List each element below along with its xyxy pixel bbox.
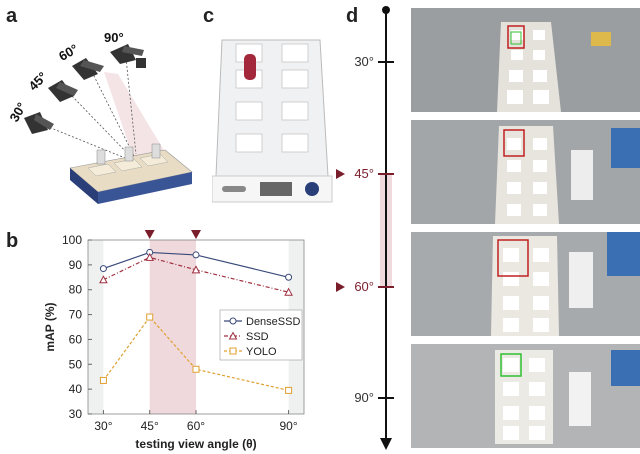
camera-30-icon bbox=[24, 112, 54, 134]
panel-c-illustration bbox=[212, 39, 333, 203]
camera-60-icon bbox=[72, 58, 104, 80]
photo-90deg bbox=[411, 344, 640, 448]
legend-label-SSD: SSD bbox=[246, 331, 269, 343]
platform-side-left bbox=[70, 168, 98, 204]
panel-a-illustration: 30° 45° 60° 90° bbox=[7, 30, 193, 204]
mAP-chart: 30 40 50 60 70 80 90 100 30° 45° 60° 90° testing vie… bbox=[43, 230, 305, 451]
point-DenseSSD bbox=[285, 273, 293, 281]
point-SSD bbox=[145, 252, 155, 261]
panel-d-angle-axis: 30° 45° 60° 90° bbox=[336, 6, 394, 450]
point-DenseSSD bbox=[99, 265, 107, 273]
angle-marker-arrow bbox=[144, 230, 155, 239]
axis-tick-label: 45° bbox=[354, 166, 374, 181]
y-tick-label: 50 bbox=[69, 357, 83, 371]
platform-side-front bbox=[98, 172, 192, 204]
axis-marker-arrow bbox=[336, 282, 345, 292]
well-r2 bbox=[281, 101, 309, 121]
x-axis-label: testing view angle (θ) bbox=[135, 437, 256, 451]
x-tick-label: 90° bbox=[279, 419, 297, 433]
panel-label-b: b bbox=[6, 230, 19, 252]
tray-plate bbox=[215, 39, 329, 177]
device-display bbox=[260, 182, 292, 196]
well-l3 bbox=[235, 133, 263, 153]
axis-tick-label: 30° bbox=[354, 54, 374, 69]
view-lines bbox=[45, 57, 137, 161]
angle-label-45: 45° bbox=[26, 69, 51, 94]
legend-marker-DenseSSD bbox=[229, 317, 237, 325]
well-r3 bbox=[281, 133, 309, 153]
axis-origin-dot bbox=[382, 6, 390, 14]
axis-arrow-icon bbox=[380, 438, 392, 450]
device-switch bbox=[222, 186, 246, 192]
y-tick-label: 60 bbox=[69, 332, 83, 346]
axis-tick-label: 60° bbox=[354, 279, 374, 294]
vial-2 bbox=[124, 146, 134, 162]
well-r0 bbox=[281, 43, 309, 63]
vial-3 bbox=[151, 143, 161, 159]
point-YOLO bbox=[192, 365, 200, 373]
well-r1 bbox=[281, 69, 309, 89]
y-tick-label: 40 bbox=[69, 382, 83, 396]
camera-90-icon bbox=[110, 44, 146, 68]
point-YOLO bbox=[99, 376, 107, 384]
angle-marker-arrow bbox=[191, 230, 201, 239]
panel-label-c: c bbox=[203, 5, 215, 27]
highlight-band bbox=[149, 240, 196, 414]
series-line-YOLO bbox=[102, 316, 289, 391]
legend-label-YOLO: YOLO bbox=[246, 346, 277, 358]
angle-label-60: 60° bbox=[56, 41, 81, 64]
x-tick-label: 45° bbox=[141, 419, 159, 433]
legend-label-DenseSSD: DenseSSD bbox=[246, 316, 300, 328]
view-cone-highlight bbox=[104, 72, 168, 160]
camera-45-icon bbox=[48, 80, 78, 102]
y-axis-label: mAP (%) bbox=[43, 302, 57, 351]
series-line-SSD bbox=[103, 256, 289, 293]
series-line-DenseSSD bbox=[103, 251, 289, 278]
well-l2 bbox=[235, 101, 263, 121]
shade-left bbox=[88, 240, 104, 414]
tray-1 bbox=[87, 163, 117, 177]
axis-marker-arrow bbox=[336, 169, 345, 179]
panel-label-a: a bbox=[6, 5, 18, 27]
legend-marker-YOLO bbox=[229, 347, 237, 355]
point-SSD bbox=[284, 287, 293, 296]
point-YOLO bbox=[146, 313, 154, 321]
panel-label-d: d bbox=[346, 5, 359, 27]
axis-tick-label: 90° bbox=[354, 390, 374, 405]
photo-45deg bbox=[411, 120, 640, 224]
y-tick-label: 100 bbox=[62, 233, 82, 247]
legend: DenseSSD SSD YOLO bbox=[219, 309, 303, 361]
x-tick-label: 30° bbox=[94, 419, 112, 433]
y-tick-label: 70 bbox=[69, 308, 83, 322]
legend-marker-SSD bbox=[228, 331, 238, 340]
photo-30deg bbox=[411, 8, 640, 112]
y-tick-label: 30 bbox=[69, 407, 83, 421]
point-SSD bbox=[191, 265, 201, 274]
y-tick-label: 80 bbox=[69, 283, 83, 297]
device-knob bbox=[305, 182, 319, 196]
point-DenseSSD bbox=[192, 251, 200, 259]
photo-60deg bbox=[411, 232, 640, 336]
vial-red bbox=[244, 54, 256, 80]
y-tick-label: 90 bbox=[69, 258, 83, 272]
point-YOLO bbox=[285, 386, 293, 394]
vial-1 bbox=[96, 149, 106, 165]
cameras bbox=[24, 44, 146, 134]
x-tick-label: 60° bbox=[187, 419, 205, 433]
point-SSD bbox=[99, 275, 108, 284]
angle-label-90: 90° bbox=[104, 30, 124, 45]
